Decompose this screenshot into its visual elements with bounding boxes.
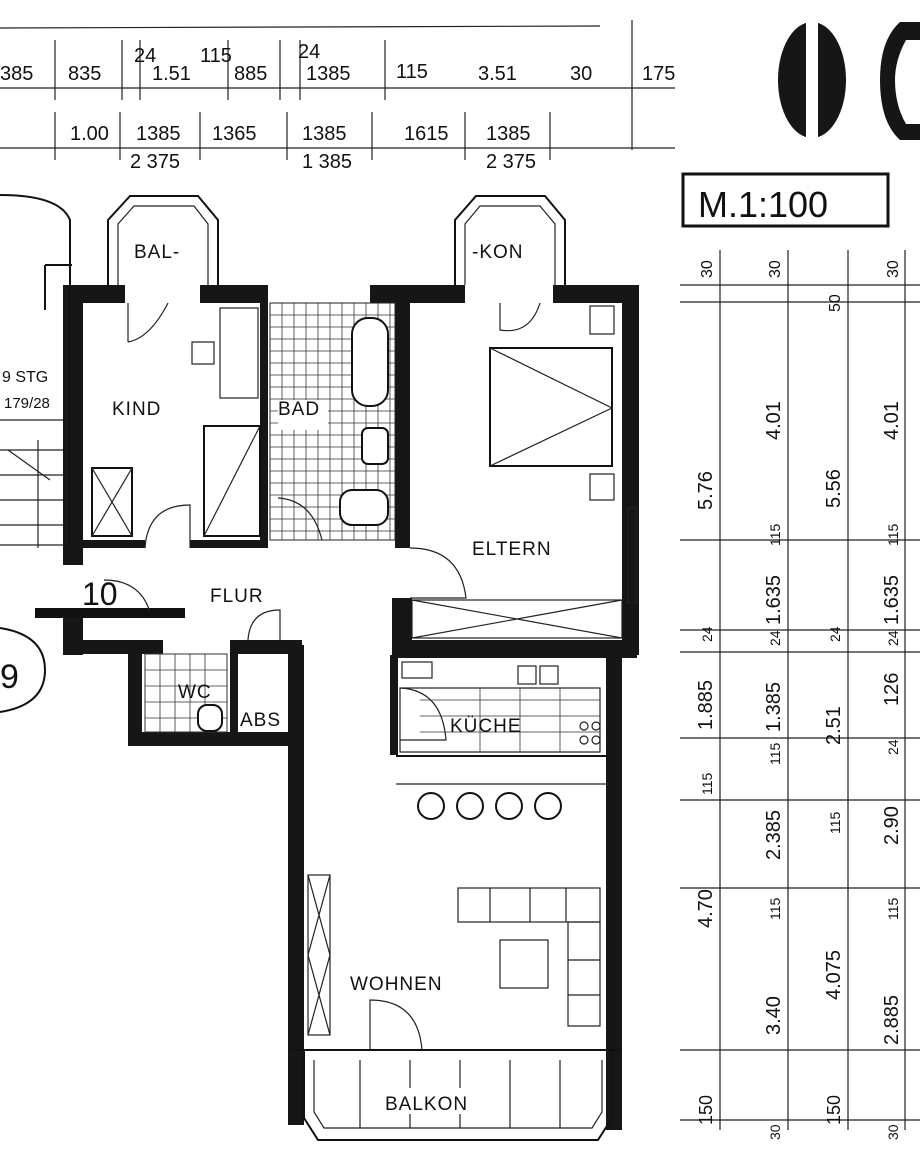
eltern-furniture [409, 302, 637, 639]
top-dim-3: 24 [134, 45, 156, 67]
bad-tiles [269, 302, 396, 541]
top-dim-11: 30 [570, 63, 592, 85]
top-dim-6: 885 [234, 63, 267, 85]
right-dim-c3-6: 4.075 [823, 950, 845, 1000]
top-dim-9: 115 [396, 61, 428, 83]
bay-balcony-right [454, 195, 566, 285]
right-dim-c2-11: 30 [767, 1124, 783, 1140]
top-dim-10: 3.51 [478, 63, 517, 85]
top-dim-row2-6: 1385 [486, 123, 531, 145]
right-dim-c4-11: 30 [885, 1124, 901, 1140]
entry-threshold [35, 608, 185, 618]
room-label-flur: FLUR [210, 586, 264, 607]
right-dim-c2-7: 115 [767, 742, 783, 765]
right-dim-c2-5: 24 [767, 630, 783, 646]
balkon-structure [290, 1049, 622, 1141]
logo-emblem [778, 18, 920, 142]
room-label-bal: BAL- [134, 242, 180, 263]
top-dim-12: 175 [642, 63, 675, 85]
right-dim-c3-4: 2.51 [823, 706, 845, 745]
bay-balcony-left [107, 195, 219, 285]
right-dim-c4-6: 126 [881, 673, 903, 706]
top-dim-row3-1: 2 375 [130, 151, 180, 173]
kind-furniture [91, 302, 261, 549]
room-label-balkon: BALKON [385, 1094, 468, 1115]
right-dim-c2-6: 1.385 [763, 682, 785, 732]
room-label-wc: WC [178, 682, 212, 703]
scale-box [681, 172, 890, 228]
room-label-abs: ABS [240, 710, 281, 731]
right-dim-c2-2: 4.01 [763, 401, 785, 440]
scale-label: M.1:100 [698, 184, 828, 225]
room-label-kueche: KÜCHE [450, 716, 522, 737]
walls [63, 285, 639, 1130]
right-dim-c2-3: 115 [767, 523, 783, 546]
stair-label: 9 STG [2, 369, 48, 386]
room-label-bad: BAD [278, 399, 320, 420]
top-dim-1: 385 [0, 63, 33, 85]
right-dim-c3-7: 150 [824, 1095, 844, 1125]
top-dim-row2-3: 1365 [212, 123, 257, 145]
top-dim-4: 1.51 [152, 63, 191, 85]
room-label-kind: KIND [112, 399, 161, 420]
right-dim-c1-2: 5.76 [695, 471, 717, 510]
top-dim-row2-2: 1385 [136, 123, 181, 145]
right-dim-c1-1: 30 [699, 260, 716, 278]
top-dim-row2-5: 1615 [404, 123, 449, 145]
top-dimension-lines [0, 20, 675, 160]
right-dim-c1-7: 150 [696, 1095, 716, 1125]
top-dim-2: 835 [68, 63, 101, 85]
top-dim-5: 115 [200, 45, 232, 67]
right-dim-c1-4: 1.885 [695, 680, 717, 730]
right-dim-c2-10: 3.40 [763, 996, 785, 1035]
right-dim-c4-7: 24 [885, 739, 901, 755]
top-dim-7: 24 [298, 41, 320, 63]
room-label-wohnen: WOHNEN [350, 974, 443, 995]
wc-details [144, 653, 228, 733]
right-dim-c4-2: 4.01 [881, 401, 903, 440]
right-dimension-lines [680, 250, 920, 1130]
unit-number-neighbor: 9 [0, 658, 19, 696]
right-dim-c2-8: 2.385 [763, 810, 785, 860]
room-label-eltern: ELTERN [472, 539, 552, 560]
neighbor-unit-marker: 9 [0, 627, 47, 713]
top-dim-row2-1: 1.00 [70, 123, 109, 145]
top-dim-row3-2: 1 385 [302, 151, 352, 173]
top-dim-row3-3: 2 375 [486, 151, 536, 173]
right-dim-c3-5: 115 [827, 811, 843, 834]
right-dim-c4-1: 30 [885, 260, 902, 278]
right-dim-c1-5: 115 [699, 772, 715, 795]
top-dim-8: 1385 [306, 63, 351, 85]
right-dim-c4-9: 115 [885, 897, 901, 920]
right-dim-c4-10: 2.885 [881, 995, 903, 1045]
right-dim-c4-4: 1.635 [881, 575, 903, 625]
right-dim-c1-6: 4.70 [695, 889, 717, 928]
kueche-furniture [396, 661, 606, 820]
right-dim-c4-8: 2.90 [881, 806, 903, 845]
right-dim-c3-1: 50 [827, 294, 844, 312]
stair-ratio: 179/28 [4, 395, 50, 412]
right-dim-c3-2: 5.56 [823, 469, 845, 508]
right-dim-c2-9: 115 [767, 897, 783, 920]
unit-number-current: 10 [82, 576, 118, 612]
stairwell [0, 194, 72, 548]
wohnen-furniture [307, 874, 601, 1051]
top-dim-row2-4: 1385 [302, 123, 347, 145]
right-dim-c4-5: 24 [885, 630, 901, 646]
right-dim-c4-3: 115 [885, 523, 901, 546]
right-dim-c2-4: 1.635 [763, 575, 785, 625]
flur-details [103, 579, 281, 641]
right-dim-c3-3: 24 [827, 626, 843, 642]
right-dim-c2-1: 30 [767, 260, 784, 278]
right-dim-c1-3: 24 [699, 626, 715, 642]
room-label-kon: -KON [472, 242, 524, 263]
